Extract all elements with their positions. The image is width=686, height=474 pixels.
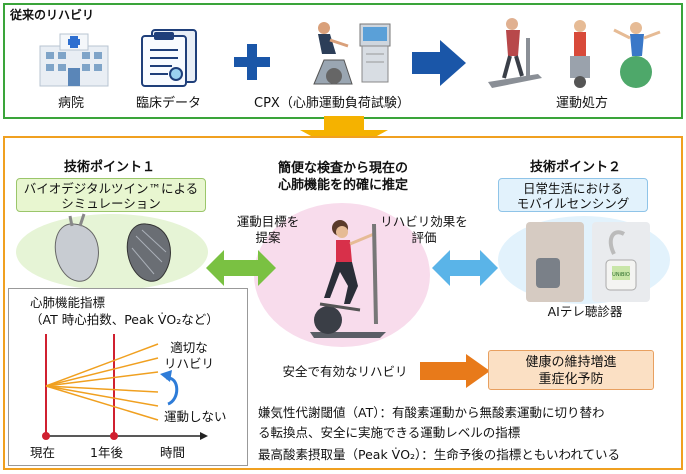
outcome-line1: 健康の維持増進 bbox=[525, 355, 617, 370]
estimation-text: 簡便な検査から現在の 心肺機能を的確に推定 bbox=[268, 160, 418, 194]
clinical-data-icon bbox=[141, 29, 197, 87]
elliptical-trainer-woman-icon bbox=[310, 220, 386, 338]
mobile-sensing-line1: 日常生活における bbox=[522, 181, 623, 196]
estimation-line2: 心肺機能を的確に推定 bbox=[277, 178, 408, 193]
green-double-arrow-icon bbox=[206, 250, 276, 286]
chart-title-line1: 心肺機能指標 bbox=[30, 295, 106, 310]
heart-simulation-image bbox=[16, 213, 208, 290]
x-label-one-year: 1年後 bbox=[90, 445, 123, 460]
one-year-dot bbox=[110, 432, 118, 440]
exercise-people-icon bbox=[488, 18, 661, 88]
chart-plot bbox=[42, 334, 208, 440]
heart-model-left-icon bbox=[54, 213, 99, 282]
heart-model-right-icon bbox=[126, 223, 171, 282]
definition-at-line2: る転換点、安全に実施できる運動レベルの指標 bbox=[258, 425, 521, 440]
proper-rehab-label: 適切な リハビリ bbox=[164, 340, 214, 372]
evaluate-effect-line1: リハビリ効果を bbox=[380, 214, 468, 229]
ai-stethoscope-label: AIテレ聴診器 bbox=[547, 304, 623, 319]
hospital-label: 病院 bbox=[58, 96, 85, 111]
evaluate-effect-text: リハビリ効果を 評価 bbox=[374, 214, 474, 246]
orange-right-arrow-icon bbox=[420, 354, 490, 388]
clinical-data-label: 臨床データ bbox=[136, 96, 202, 111]
mobile-sensing-box: 日常生活における モバイルセンシング bbox=[498, 178, 648, 212]
proper-rehab-line2: リハビリ bbox=[164, 356, 215, 371]
digital-twin-line2: シミュレーション bbox=[61, 196, 161, 211]
proper-rehab-line1: 適切な bbox=[170, 340, 208, 355]
tech-point-1-heading: 技術ポイント１ bbox=[64, 160, 156, 175]
cpx-label: CPX（心肺運動負荷試験） bbox=[254, 96, 410, 111]
plus-icon bbox=[234, 44, 270, 80]
cpx-bike-icon bbox=[313, 22, 391, 85]
tech-point-2-heading: 技術ポイント２ bbox=[530, 160, 622, 175]
outcome-box: 健康の維持増進 重症化予防 bbox=[488, 350, 654, 390]
device-screen-text: UNiBIO bbox=[612, 272, 630, 278]
digital-twin-box: バイオデジタルツイン™による シミュレーション bbox=[16, 178, 206, 212]
x-label-time: 時間 bbox=[160, 445, 186, 460]
hospital-icon bbox=[39, 33, 109, 87]
chart-title: 心肺機能指標 （AT 時心拍数、Peak V̇O₂など） bbox=[30, 294, 219, 328]
now-dot bbox=[42, 432, 50, 440]
blue-right-arrow-icon bbox=[412, 40, 466, 86]
improvement-curve-arrow bbox=[165, 376, 179, 406]
outcome-line2: 重症化予防 bbox=[538, 372, 604, 387]
conventional-rehab-title: 従来のリハビリ bbox=[10, 8, 95, 22]
safe-rehab-text: 安全で有効なリハビリ bbox=[282, 364, 408, 379]
definition-at-line1: 嫌気性代謝閾値（AT）：有酸素運動から無酸素運動に切り替わ bbox=[258, 405, 605, 420]
suggest-goal-text: 運動目標を 提案 bbox=[228, 214, 308, 246]
definition-vo2-line: 最高酸素摂取量（Peak V̇O₂）：生命予後の指標ともいわれている bbox=[258, 447, 621, 462]
yellow-down-arrow-icon bbox=[300, 116, 388, 154]
chart-title-line2: （AT 時心拍数、Peak V̇O₂など） bbox=[30, 312, 219, 327]
digital-twin-line1: バイオデジタルツイン™による bbox=[23, 181, 199, 196]
mobile-sensing-line2: モバイルセンシング bbox=[516, 196, 630, 211]
estimation-line1: 簡便な検査から現在の bbox=[277, 161, 408, 176]
trajectory-lines bbox=[45, 343, 159, 421]
ai-stethoscope-image: UNiBIO bbox=[498, 216, 670, 304]
suggest-goal-line1: 運動目標を bbox=[236, 214, 300, 229]
blue-double-arrow-icon bbox=[432, 250, 498, 286]
exercise-prescription-label: 運動処方 bbox=[556, 96, 609, 111]
x-label-now: 現在 bbox=[30, 445, 56, 460]
no-exercise-label: 運動しない bbox=[164, 409, 227, 424]
suggest-goal-line2: 提案 bbox=[255, 230, 281, 245]
evaluate-effect-line2: 評価 bbox=[411, 230, 437, 245]
